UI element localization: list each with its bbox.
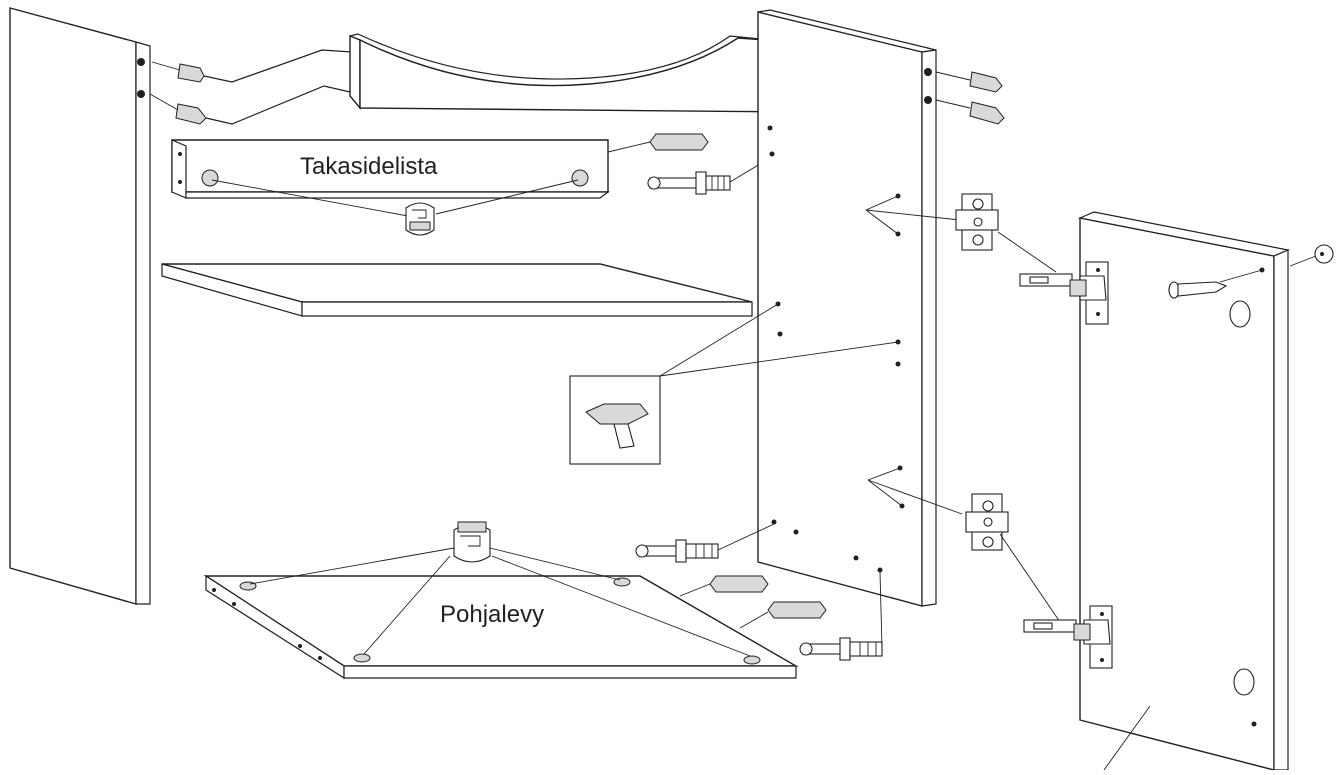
dowel-lower-left xyxy=(149,85,351,125)
hinge-plate-upper xyxy=(865,193,1057,273)
door-knob xyxy=(1289,244,1334,267)
left-side-panel xyxy=(9,7,151,605)
bottom-panel-label: Pohjalevy xyxy=(440,601,544,628)
connector-bolt-lower-left xyxy=(635,523,775,563)
back-rail: Takasidelista xyxy=(171,139,610,199)
hinge-upper xyxy=(1019,261,1109,325)
dowel-back-rail-right xyxy=(607,133,709,153)
shelf xyxy=(161,263,753,317)
cam-lock-lower xyxy=(249,521,751,657)
hinge-lower xyxy=(1023,605,1113,669)
door-screw xyxy=(1168,269,1263,299)
right-side-panel xyxy=(757,9,937,607)
dowel-lower-right xyxy=(935,99,1005,125)
shelf-support-callout xyxy=(569,303,899,465)
connector-bolt-upper xyxy=(647,157,771,195)
top-front-rail xyxy=(349,33,793,113)
hinge-plate-lower xyxy=(867,467,1061,623)
dowel-bottom-lower xyxy=(739,601,827,629)
connector-bolt-lower-right xyxy=(799,571,883,661)
bottom-panel: Pohjalevy xyxy=(203,574,799,680)
dowel-bottom-upper xyxy=(679,575,769,597)
back-rail-label: Takasidelista xyxy=(300,153,438,180)
dowel-upper-left xyxy=(151,49,353,83)
door-panel xyxy=(1077,211,1291,771)
cam-lock-upper xyxy=(211,179,579,236)
dowel-upper-right xyxy=(935,71,1003,93)
